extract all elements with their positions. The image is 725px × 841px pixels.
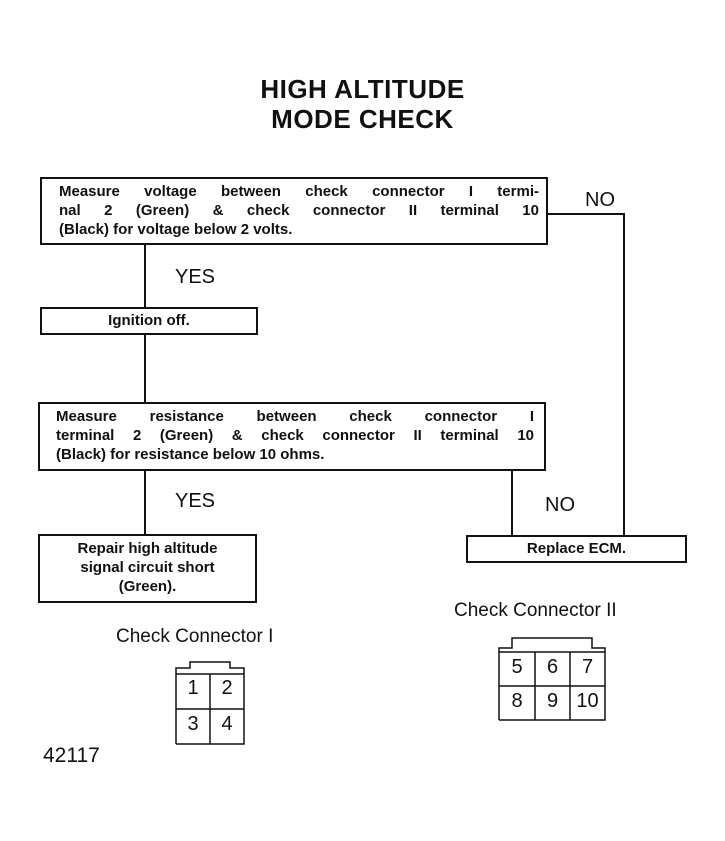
measure-voltage-line-2: nal 2 (Green) & check connector II termi… [59,202,539,219]
connector-1-terminal: 2 [221,677,233,699]
repair-short-line-1: Repair high altitude [77,540,218,557]
connector-2-terminal: 8 [511,690,523,712]
connector-2-terminal: 6 [546,656,559,678]
measure-resistance-line-1: Measure resistance between check connect… [56,408,534,425]
ignition-off-text: Ignition off. [108,312,190,329]
connector-1-terminal: 3 [187,713,199,735]
connector-2-terminal: 5 [511,656,523,678]
branch-label-no-2: NO [545,494,575,516]
title-line-1: HIGH ALTITUDE [260,74,465,104]
repair-short-line-2: signal circuit short [80,559,215,576]
connector-1-label: Check Connector I [116,626,274,647]
step-measure-voltage: Measure voltage between check connector … [40,177,548,245]
flow-line-no-1 [547,213,625,536]
step-measure-resistance: Measure resistance between check connect… [38,402,546,471]
connector-2-terminal: 9 [546,690,559,712]
replace-ecm-text: Replace ECM. [526,540,627,557]
branch-label-no-1: NO [585,189,615,211]
title-line-2: MODE CHECK [271,104,454,134]
connector-2-diagram [498,637,606,721]
connector-1-diagram [175,661,245,745]
step-repair-short: Repair high altitude signal circuit shor… [38,534,257,603]
branch-label-yes-1: YES [175,266,216,288]
connector-1-terminal: 1 [187,677,199,699]
branch-label-yes-2: YES [175,490,216,512]
step-replace-ecm: Replace ECM. [466,535,687,563]
connector-2-terminal: 10 [576,690,599,712]
measure-resistance-line-3: (Black) for resistance below 10 ohms. [56,446,325,463]
figure-number: 42117 [43,744,100,767]
connector-1-terminal: 4 [221,713,233,735]
connector-2-terminal: 7 [581,656,594,678]
diagram-title: HIGH ALTITUDE MODE CHECK [0,74,725,134]
connector-2-label: Check Connector II [454,600,617,621]
measure-resistance-line-2: terminal 2 (Green) & check connector II … [56,427,534,444]
repair-short-line-3: (Green). [118,578,177,595]
measure-voltage-line-3: (Black) for voltage below 2 volts. [59,221,293,238]
measure-voltage-line-1: Measure voltage between check connector … [59,183,539,200]
step-ignition-off: Ignition off. [40,307,258,335]
